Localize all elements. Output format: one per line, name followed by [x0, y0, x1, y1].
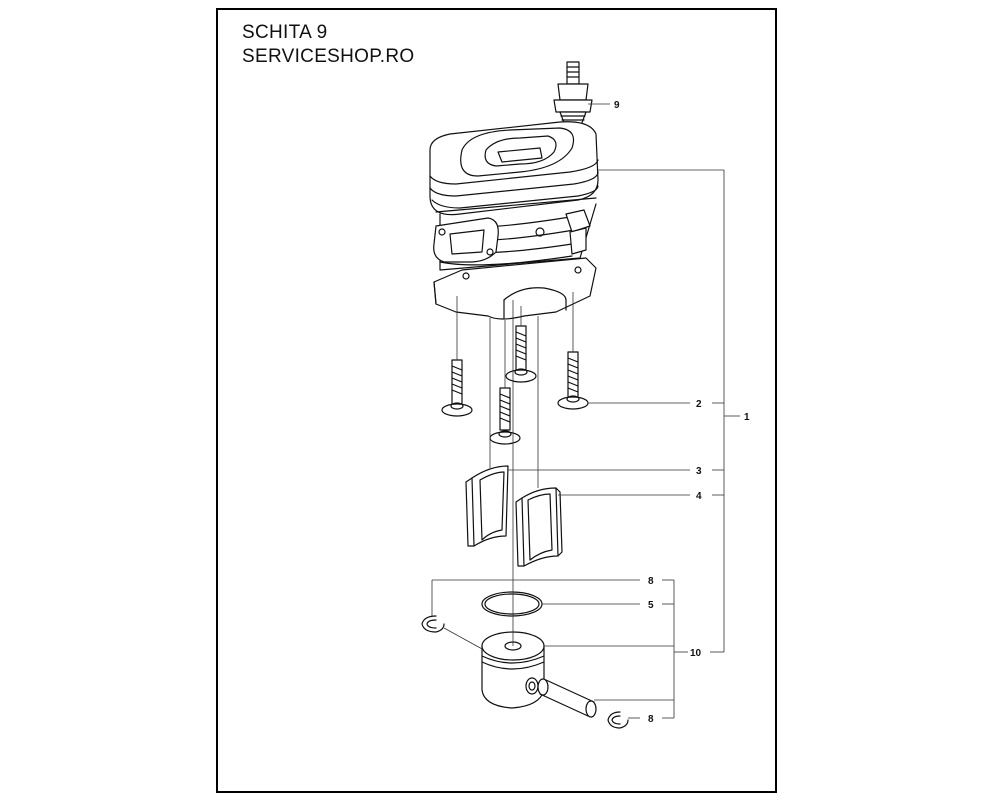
page-subtitle: SERVICESHOP.RO — [242, 46, 415, 67]
cylinder-bolts — [441, 325, 589, 445]
callout-10: 10 — [690, 648, 702, 659]
callout-4: 4 — [696, 491, 702, 502]
piston-pin — [537, 678, 597, 718]
callout-3: 3 — [696, 466, 702, 477]
piston-ring — [481, 591, 543, 617]
transfer-cover-right — [515, 487, 563, 567]
page-title: SCHITA 9 — [242, 22, 328, 43]
callout-5: 5 — [648, 600, 654, 611]
leader-lines — [431, 103, 740, 719]
cylinder — [429, 121, 599, 320]
callout-1: 1 — [744, 412, 750, 423]
callout-8-bottom: 8 — [648, 714, 654, 725]
circlip-right — [607, 711, 629, 729]
transfer-cover-left — [465, 465, 509, 547]
callout-9: 9 — [614, 100, 620, 111]
callout-8-top: 8 — [648, 576, 654, 587]
circlip-left — [421, 615, 445, 633]
callout-2: 2 — [696, 399, 702, 410]
